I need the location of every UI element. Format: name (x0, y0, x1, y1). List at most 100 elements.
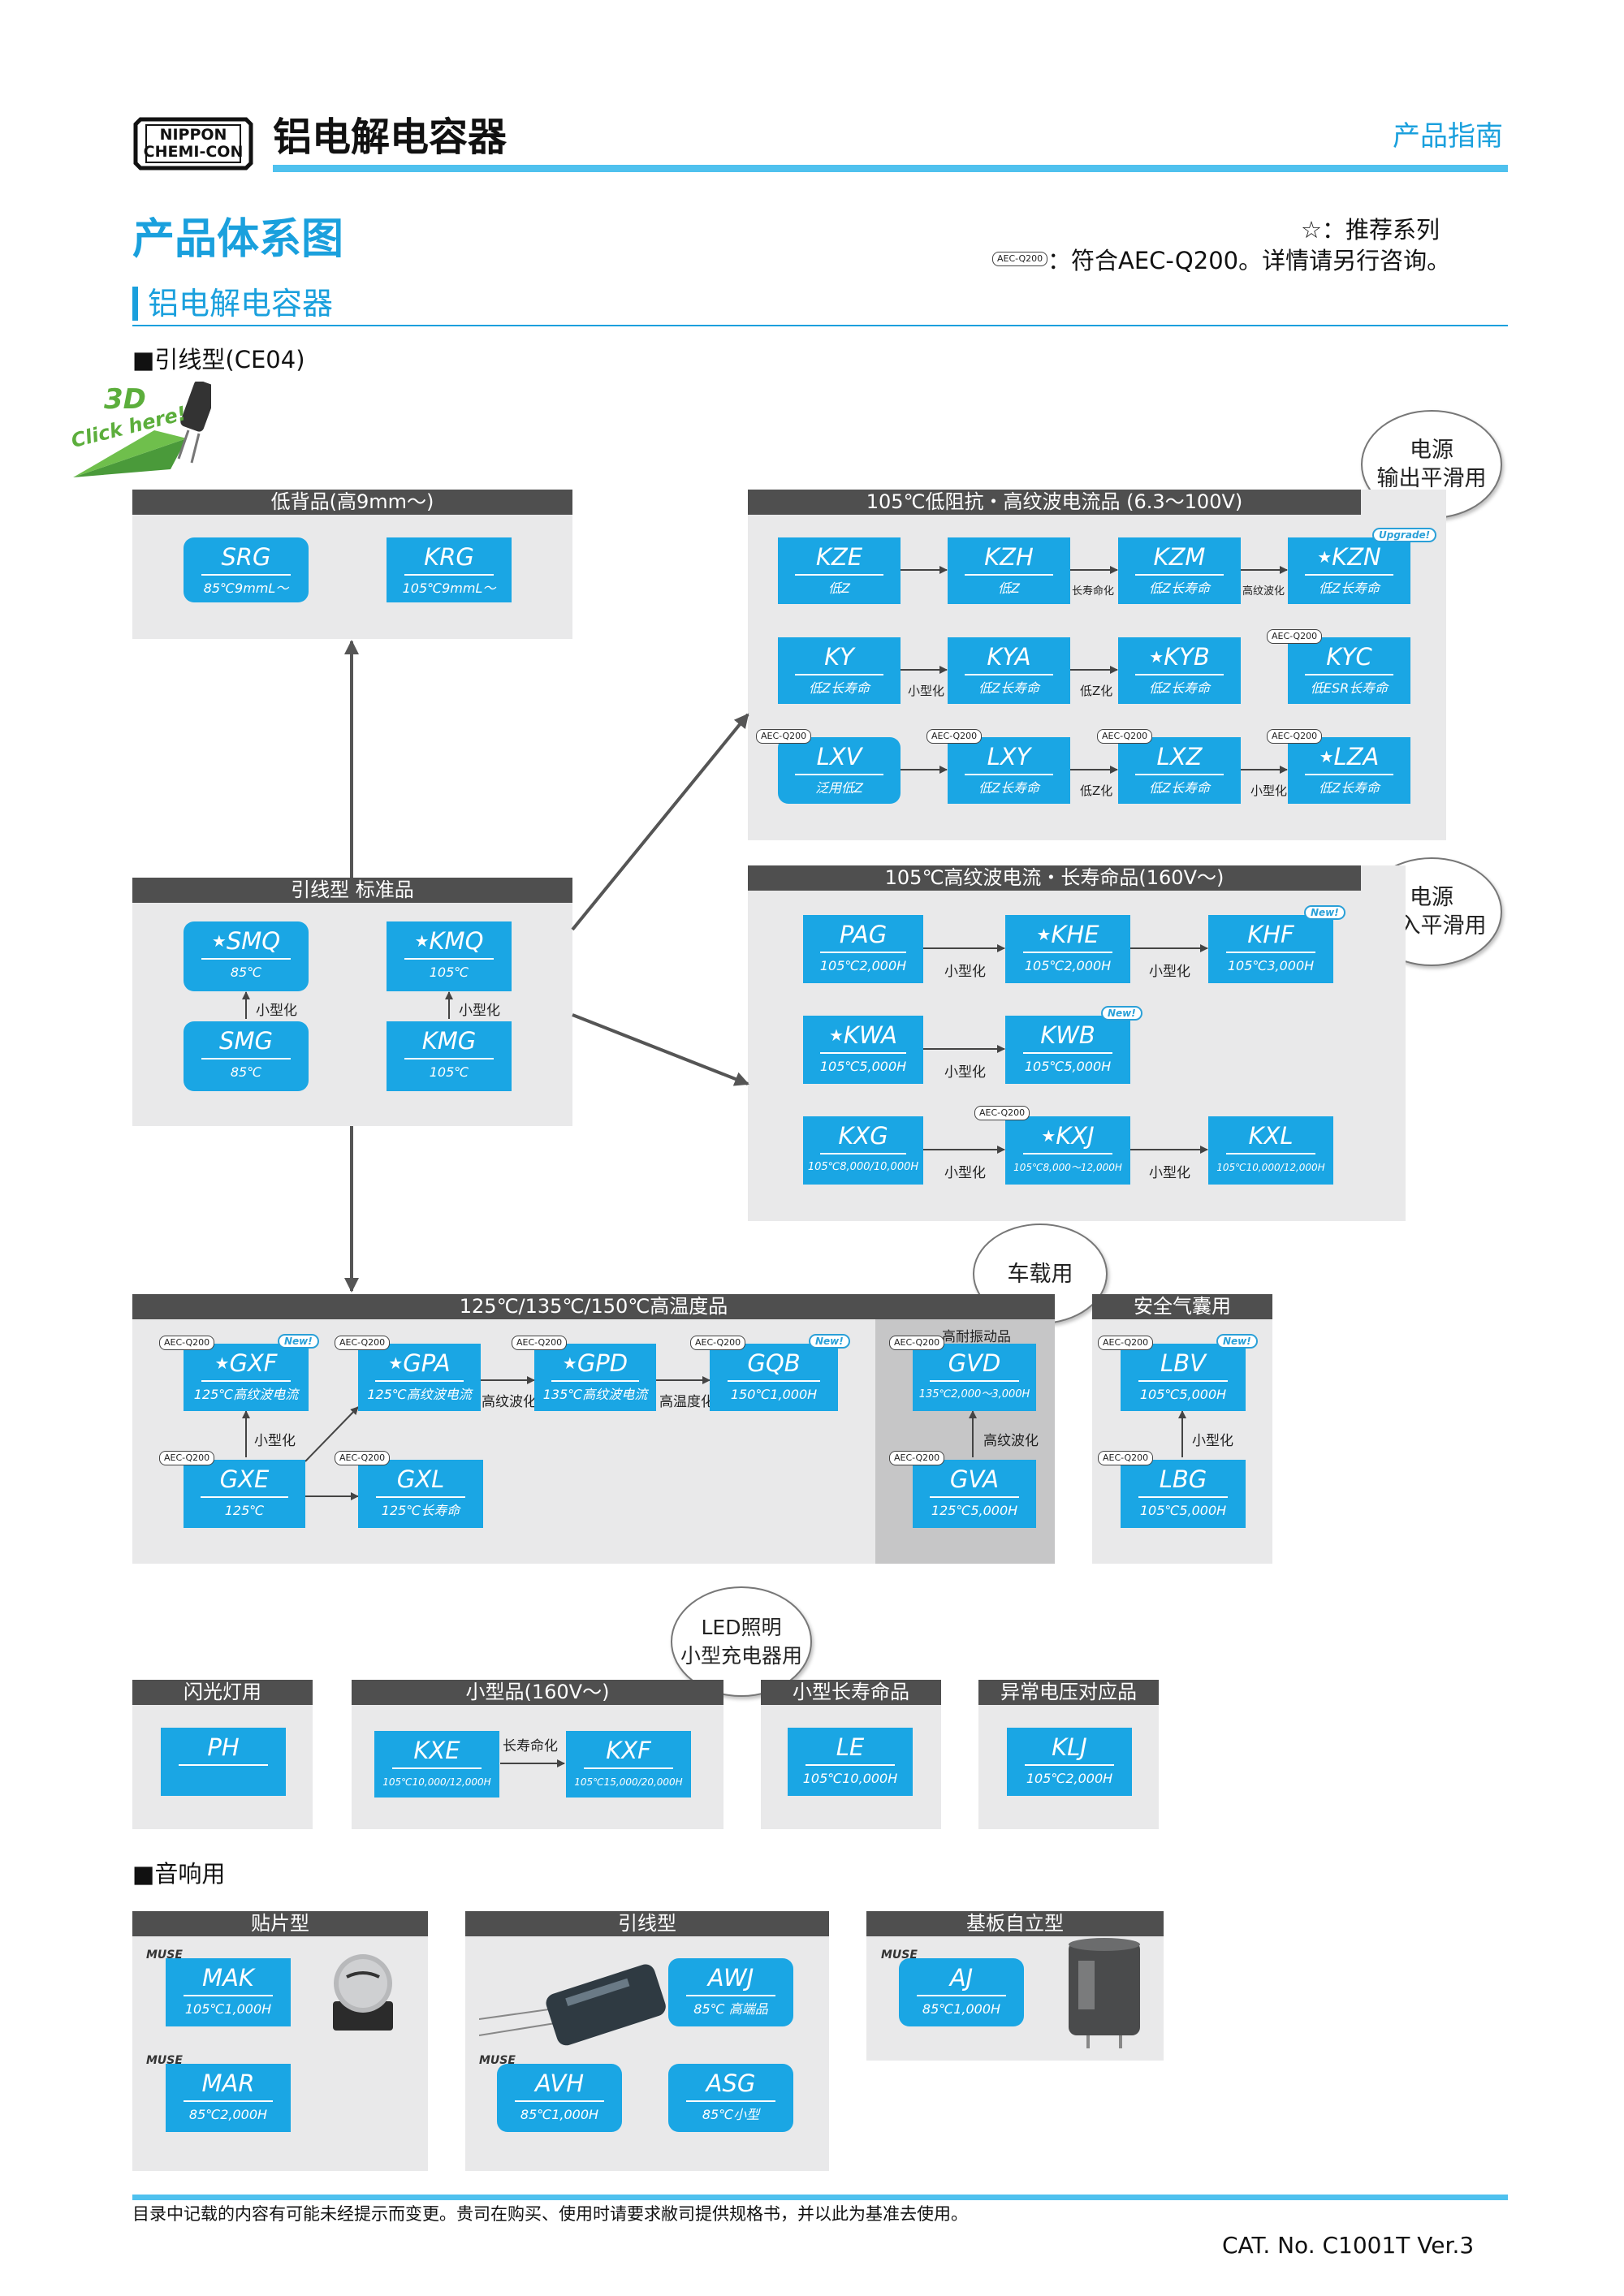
smd-capacitor-image (333, 1954, 393, 2031)
aec-lxz: AEC-Q200 (1097, 729, 1153, 744)
series-ph[interactable]: PH (161, 1728, 286, 1796)
aec-gxf: AEC-Q200 (159, 1336, 215, 1350)
label-mini-lbg: 小型化 (1192, 1433, 1233, 1449)
star-icon: ★ (828, 1025, 844, 1045)
aec-kyc: AEC-Q200 (1267, 629, 1323, 644)
aec-gxe: AEC-Q200 (159, 1451, 215, 1465)
snapin-capacitor-image (1069, 1938, 1140, 2048)
legend-recommended: ☆：推荐系列 (1301, 216, 1440, 244)
aec-lbv: AEC-Q200 (1098, 1336, 1154, 1350)
click-3d-link[interactable]: 3D Click here! (65, 380, 218, 479)
label-mini-r3: 小型化 (944, 1064, 986, 1081)
star-icon: ★ (562, 1353, 577, 1373)
aec-gpd: AEC-Q200 (512, 1336, 568, 1350)
panel-lead-audio-header: 引线型 (465, 1911, 829, 1936)
legend-aec-text: ：符合AEC-Q200。详情请另行咨询。 (1047, 247, 1451, 274)
aec-gvd: AEC-Q200 (889, 1336, 945, 1350)
label-hiripple-1: 高纹波化 (1242, 585, 1285, 598)
header-rule (273, 165, 1508, 172)
aec-lbg: AEC-Q200 (1098, 1451, 1154, 1465)
label-hiripple-gva: 高纹波化 (983, 1433, 1039, 1449)
label-mini-gxe: 小型化 (254, 1433, 296, 1449)
star-icon: ★ (214, 1353, 230, 1373)
badge-new-gxf: New! (278, 1334, 319, 1349)
aec-gxl: AEC-Q200 (335, 1451, 391, 1465)
brand-logo-frame (133, 117, 253, 170)
star-icon: ★ (1317, 547, 1332, 567)
label-hiripple-gpa: 高纹波化 (482, 1394, 537, 1410)
label-mini-kmg: 小型化 (459, 1003, 500, 1019)
star-icon: ★ (1036, 925, 1052, 944)
aec-gpa: AEC-Q200 (335, 1336, 391, 1350)
panel-low-profile-header: 低背品(高9mm～) (132, 490, 572, 515)
panel-snapin-header: 基板自立型 (866, 1911, 1164, 1936)
brand-line2: CHEMI-CON (143, 143, 244, 161)
legend-aec-tag: AEC-Q200 (992, 252, 1048, 266)
label-lowz-2: 低Z化 (1080, 783, 1113, 798)
label-mini-smg: 小型化 (256, 1003, 297, 1019)
label-mini-r5: 小型化 (1149, 1165, 1190, 1181)
label-longlife-1: 长寿命化 (1072, 585, 1115, 598)
panel-low-z-header: 105℃低阻抗・高纹波电流品 (6.3～100V) (748, 490, 1361, 515)
panel-airbag-header: 安全气囊用 (1092, 1294, 1272, 1319)
bubble-led: LED照明 小型充电器用 (671, 1586, 812, 1697)
aec-kxj: AEC-Q200 (974, 1106, 1030, 1120)
panel-ripple-header: 105℃高纹波电流・长寿命品(160V～) (748, 865, 1361, 891)
footer-rule (132, 2195, 1508, 2200)
header-guide[interactable]: 产品指南 (1393, 120, 1503, 153)
badge-new-lbv: New! (1216, 1334, 1258, 1349)
label-mini-r4: 小型化 (944, 1165, 986, 1181)
panel-standard-header: 引线型 标准品 (132, 878, 572, 903)
click-3d-graphic (73, 380, 218, 477)
label-hitemp-gpd: 高温度化 (659, 1394, 715, 1410)
aec-lxy: AEC-Q200 (926, 729, 983, 744)
